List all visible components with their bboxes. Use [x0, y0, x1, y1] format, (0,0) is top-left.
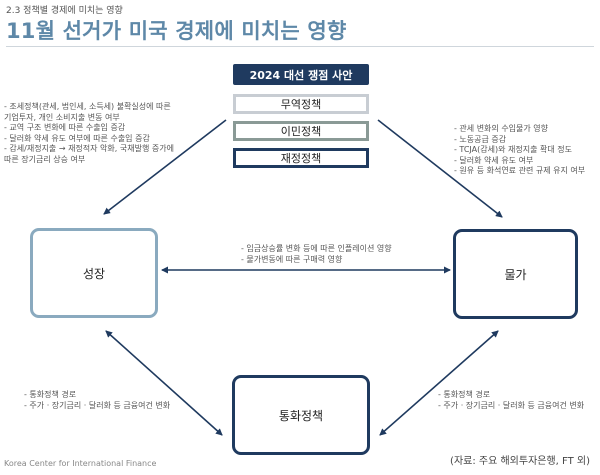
note-line: - 관세 변화의 수입물가 영향: [454, 124, 549, 133]
note-line: - 통화정책 경로: [24, 390, 77, 399]
notes-growth-price-link: - 임금상승률 변화 등에 따른 인플레이션 영향 - 물가변동에 따른 구매력…: [241, 244, 392, 265]
source-note: (자료: 주요 해외투자은행, FT 외): [450, 456, 590, 467]
node-price-label: 물가: [504, 267, 527, 282]
note-line: - 원유 등 화석연료 관련 규제 유지 여부: [454, 166, 586, 176]
node-price: 물가: [453, 229, 578, 319]
node-growth-label: 성장: [82, 266, 106, 281]
node-monetary-policy: 통화정책: [232, 375, 370, 455]
node-monetary-label: 통화정책: [278, 408, 324, 423]
issue-immigration-policy: 이민정책: [233, 121, 369, 141]
issue-trade-policy: 무역정책: [233, 94, 369, 114]
note-line: - 달러화 약세 유도 여부: [454, 155, 534, 165]
notes-growth-monetary-link: - 통화정책 경로 - 주가 · 장기금리 · 달러화 등 금융여건 변화: [24, 390, 170, 411]
note-line: - 달러화 약세 유도 여부에 따른 수출입 증감: [4, 133, 150, 143]
note-line: - 노동공급 증감: [454, 134, 507, 144]
section-label: 2.3 정책별 경제에 미치는 영향: [6, 6, 123, 16]
issues-heading: 2024 대선 쟁점 사안: [233, 64, 369, 85]
note-line: 따른 장기금리 상승 여부: [4, 154, 86, 164]
note-line: - 통화정책 경로: [438, 390, 491, 399]
note-line: - 임금상승률 변화 등에 따른 인플레이션 영향: [241, 244, 392, 253]
note-line: - TCJA(감세)와 재정지출 확대 정도: [454, 145, 572, 155]
note-line: - 조세정책(관세, 법인세, 소득세) 불확실성에 따른: [4, 102, 171, 111]
note-line: - 감세/재정지출 → 재정적자 악화, 국채발행 증가에: [4, 144, 174, 154]
arrow-growth-monetary: [105, 330, 223, 436]
note-line: - 물가변동에 따른 구매력 영향: [241, 254, 343, 264]
note-line: - 교역 구조 변화에 따른 수출입 증감: [4, 123, 126, 133]
arrow-issues-to-growth: [103, 119, 227, 215]
notes-growth-effects: - 조세정책(관세, 법인세, 소득세) 불확실성에 따른 기업투자, 개인 소…: [4, 102, 174, 166]
title-divider: [6, 46, 594, 47]
arrow-issues-to-price: [377, 119, 503, 218]
arrow-price-monetary: [379, 330, 499, 436]
node-growth: 성장: [30, 228, 158, 318]
notes-price-monetary-link: - 통화정책 경로 - 주가 · 장기금리 · 달러화 등 금융여건 변화: [438, 390, 584, 411]
note-line: - 주가 · 장기금리 · 달러화 등 금융여건 변화: [24, 400, 171, 410]
note-line: - 주가 · 장기금리 · 달러화 등 금융여건 변화: [438, 400, 585, 410]
issue-fiscal-policy: 재정정책: [233, 148, 369, 168]
page-title: 11월 선거가 미국 경제에 미치는 영향: [6, 19, 347, 43]
notes-price-effects: - 관세 변화의 수입물가 영향 - 노동공급 증감 - TCJA(감세)와 재…: [454, 124, 585, 177]
footer-org: Korea Center for International Finance: [4, 459, 157, 468]
note-line: 기업투자, 개인 소비지출 변동 여부: [4, 112, 120, 122]
